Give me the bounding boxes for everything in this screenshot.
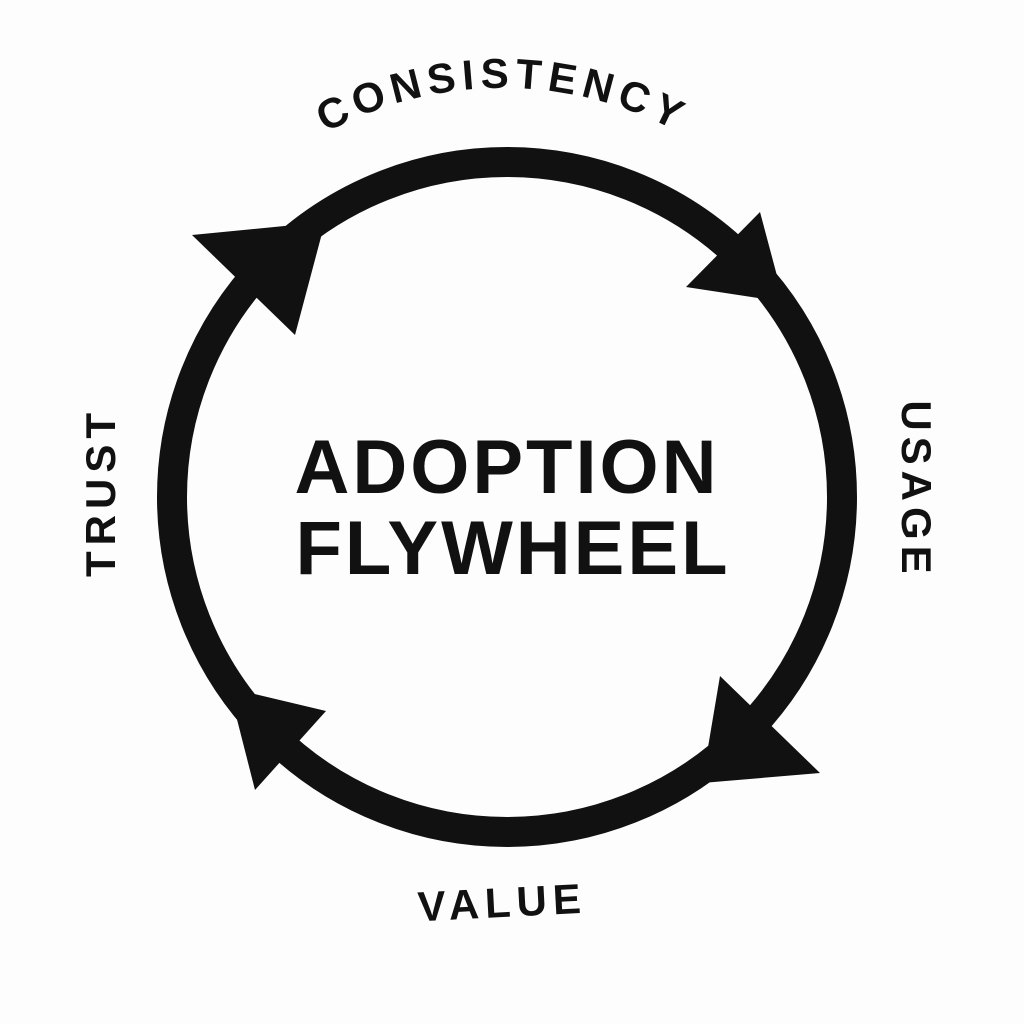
arrowhead-top-left (192, 222, 325, 335)
stage-label-trust: TRUST (77, 407, 124, 577)
stage-label-usage: USAGE (893, 400, 940, 579)
stage-label-consistency: CONSISTENCY (309, 50, 697, 141)
flywheel-ring (157, 147, 857, 847)
title-line-2: FLYWHEEL (296, 506, 731, 591)
arrowhead-top-right (686, 212, 784, 302)
title-line-1: ADOPTION (294, 425, 719, 510)
arrowhead-bottom-left (229, 688, 326, 790)
arrowhead-bottom-right (702, 676, 820, 783)
stage-label-value: VALUE (417, 875, 588, 931)
stage-label-consistency-path: CONSISTENCY (309, 50, 691, 141)
